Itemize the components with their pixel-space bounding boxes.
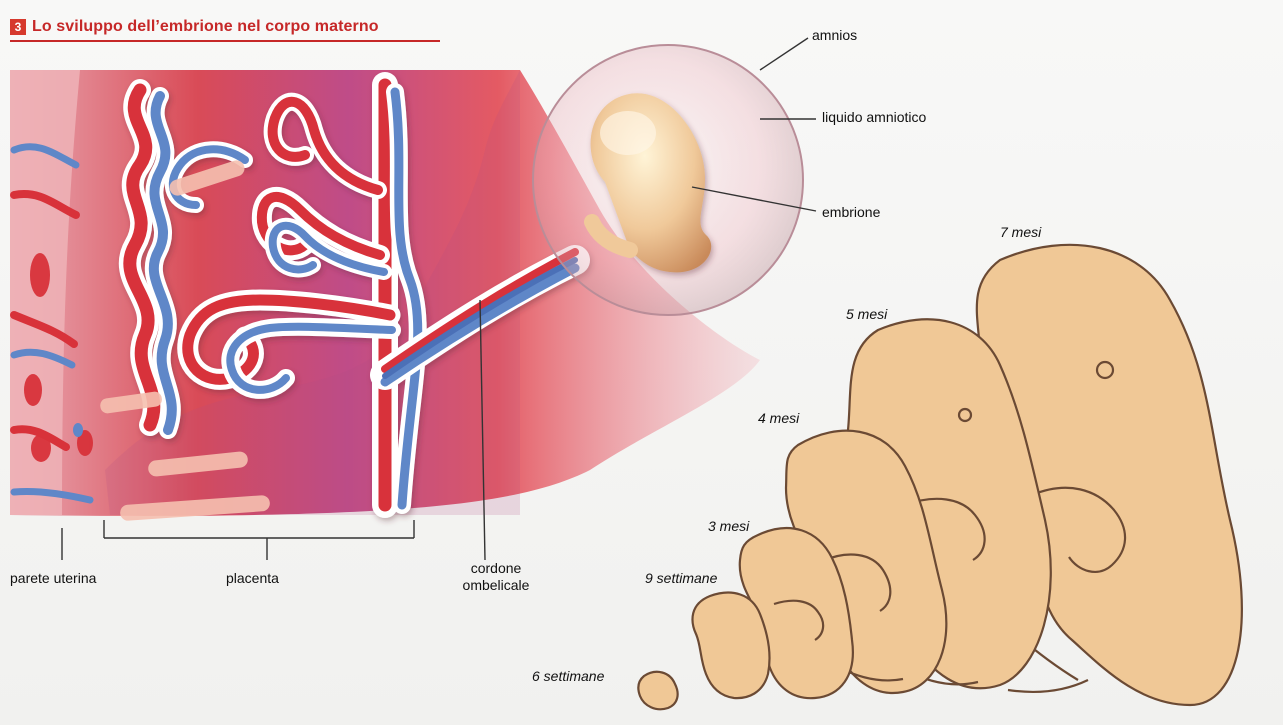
label-5-mesi: 5 mesi [846,306,887,323]
label-embrione: embrione [822,204,880,221]
label-3-mesi: 3 mesi [708,518,749,535]
label-placenta: placenta [226,570,279,587]
fetus-stages [638,245,1242,709]
fetus-9-settimane [693,593,770,699]
amniotic-sac [533,45,803,315]
label-parete-uterina: parete uterina [10,570,96,587]
label-9-settimane: 9 settimane [645,570,717,587]
label-amnios: amnios [812,27,857,44]
fetus-6-settimane [638,672,677,709]
label-liquido-amniotico: liquido amniotico [822,109,926,126]
label-cordone-ombelicale: cordone ombelicale [448,560,544,594]
label-6-settimane: 6 settimane [532,668,604,685]
label-4-mesi: 4 mesi [758,410,799,427]
label-7-mesi: 7 mesi [1000,224,1041,241]
